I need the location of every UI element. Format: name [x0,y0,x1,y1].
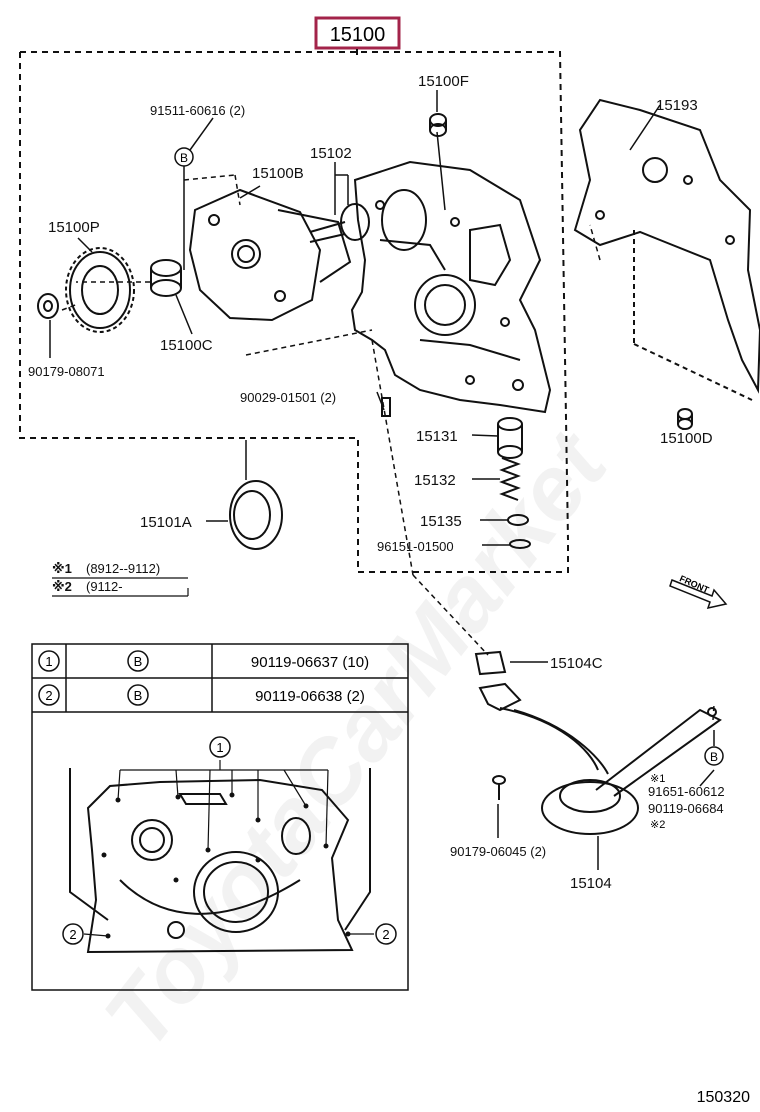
strainer-bolt [492,775,506,800]
row-symbol: B [134,654,143,669]
relief-spring [499,457,521,501]
page-code: 150320 [697,1089,750,1106]
ref-marker-2: ※2 [650,819,665,831]
dashed-connectors [61,174,715,721]
bolt-position-2-callout-left: 2 [62,923,84,945]
production-range-legend: ※1 (8912--9112) ※2 (9112- [52,561,189,597]
row-index: 1 [45,654,52,669]
leader-lines [49,90,715,870]
bolt-leaders [83,760,374,937]
row-index: 2 [45,688,52,703]
pump-cover [188,188,352,322]
part-15100F[interactable]: 15100F [418,73,469,90]
gasket [573,98,760,394]
assembly-boundary [19,51,569,573]
part-15104C[interactable]: 15104C [550,655,603,672]
part-15131[interactable]: 15131 [416,428,458,445]
part-90179-06045[interactable]: 90179-06045 (2) [450,844,546,859]
svg-text:B: B [710,750,718,764]
part-15100P[interactable]: 15100P [48,219,100,236]
watermark: ToyotaCarMarket [85,412,628,1067]
part-15100D[interactable]: 15100D [660,430,713,447]
svg-text:2: 2 [382,927,389,942]
front-label: FRONT [678,573,711,595]
part-96151-01500[interactable]: 96151-01500 [377,539,454,554]
table-row[interactable]: 2 B 90119-06638 (2) [38,684,365,706]
svg-text:2: 2 [69,927,76,942]
part-90119-06684[interactable]: 90119-06684 [648,801,724,816]
bolt-table [31,643,409,991]
svg-text:1: 1 [216,740,223,755]
plug-15100F [429,113,447,137]
table-row[interactable]: 1 B 90119-06637 (10) [38,650,369,672]
part-15104[interactable]: 15104 [570,875,612,892]
svg-text:B: B [180,151,188,165]
ref-marker-1: ※1 [650,773,665,785]
front-arrow: FRONT [669,573,728,610]
part-90179-08071[interactable]: 90179-08071 [28,364,105,379]
relief-valve [497,417,523,459]
part-15135[interactable]: 15135 [420,513,462,530]
part-15100B[interactable]: 15100B [252,165,304,182]
row-part-number: 90119-06637 (10) [251,654,369,671]
part-90029-01501[interactable]: 90029-01501 (2) [240,390,336,405]
oil-seal [229,480,283,550]
bolt-position-2-callout-right: 2 [375,923,397,945]
pump-gear-shaft [309,203,370,243]
legend-range-2: (9112- [86,579,123,594]
b-symbol-strainer: B [704,746,724,766]
part-15132[interactable]: 15132 [414,472,456,489]
legend-range-1: (8912--9112) [86,561,160,576]
bolt-position-1-callout: 1 [209,736,231,758]
part-91511-60616[interactable]: 91511-60616 (2) [150,103,245,118]
part-15102[interactable]: 15102 [310,145,352,162]
b-symbol-top: B [174,147,194,167]
strainer-gasket [474,650,507,676]
part-91651-60612[interactable]: 91651-60612 [648,784,725,799]
snap-ring [509,539,531,549]
row-symbol: B [134,688,143,703]
bushing [150,259,182,297]
assembly-code-label: 15100 [330,24,386,46]
drive-gear [65,247,135,333]
row-part-number: 90119-06638 (2) [255,688,365,705]
oil-pump-body [350,160,552,414]
part-15101A[interactable]: 15101A [140,514,192,531]
part-15193[interactable]: 15193 [656,97,698,114]
part-15100C[interactable]: 15100C [160,337,213,354]
gear-bolt [37,293,59,319]
stud [381,397,391,417]
legend-mark-2: ※2 [52,579,72,594]
assembly-code[interactable]: 15100 [314,16,401,50]
dowel [677,408,693,430]
oil-strainer [478,682,722,835]
legend-mark-1: ※1 [52,561,72,576]
bolt-location-diagram [69,768,371,954]
